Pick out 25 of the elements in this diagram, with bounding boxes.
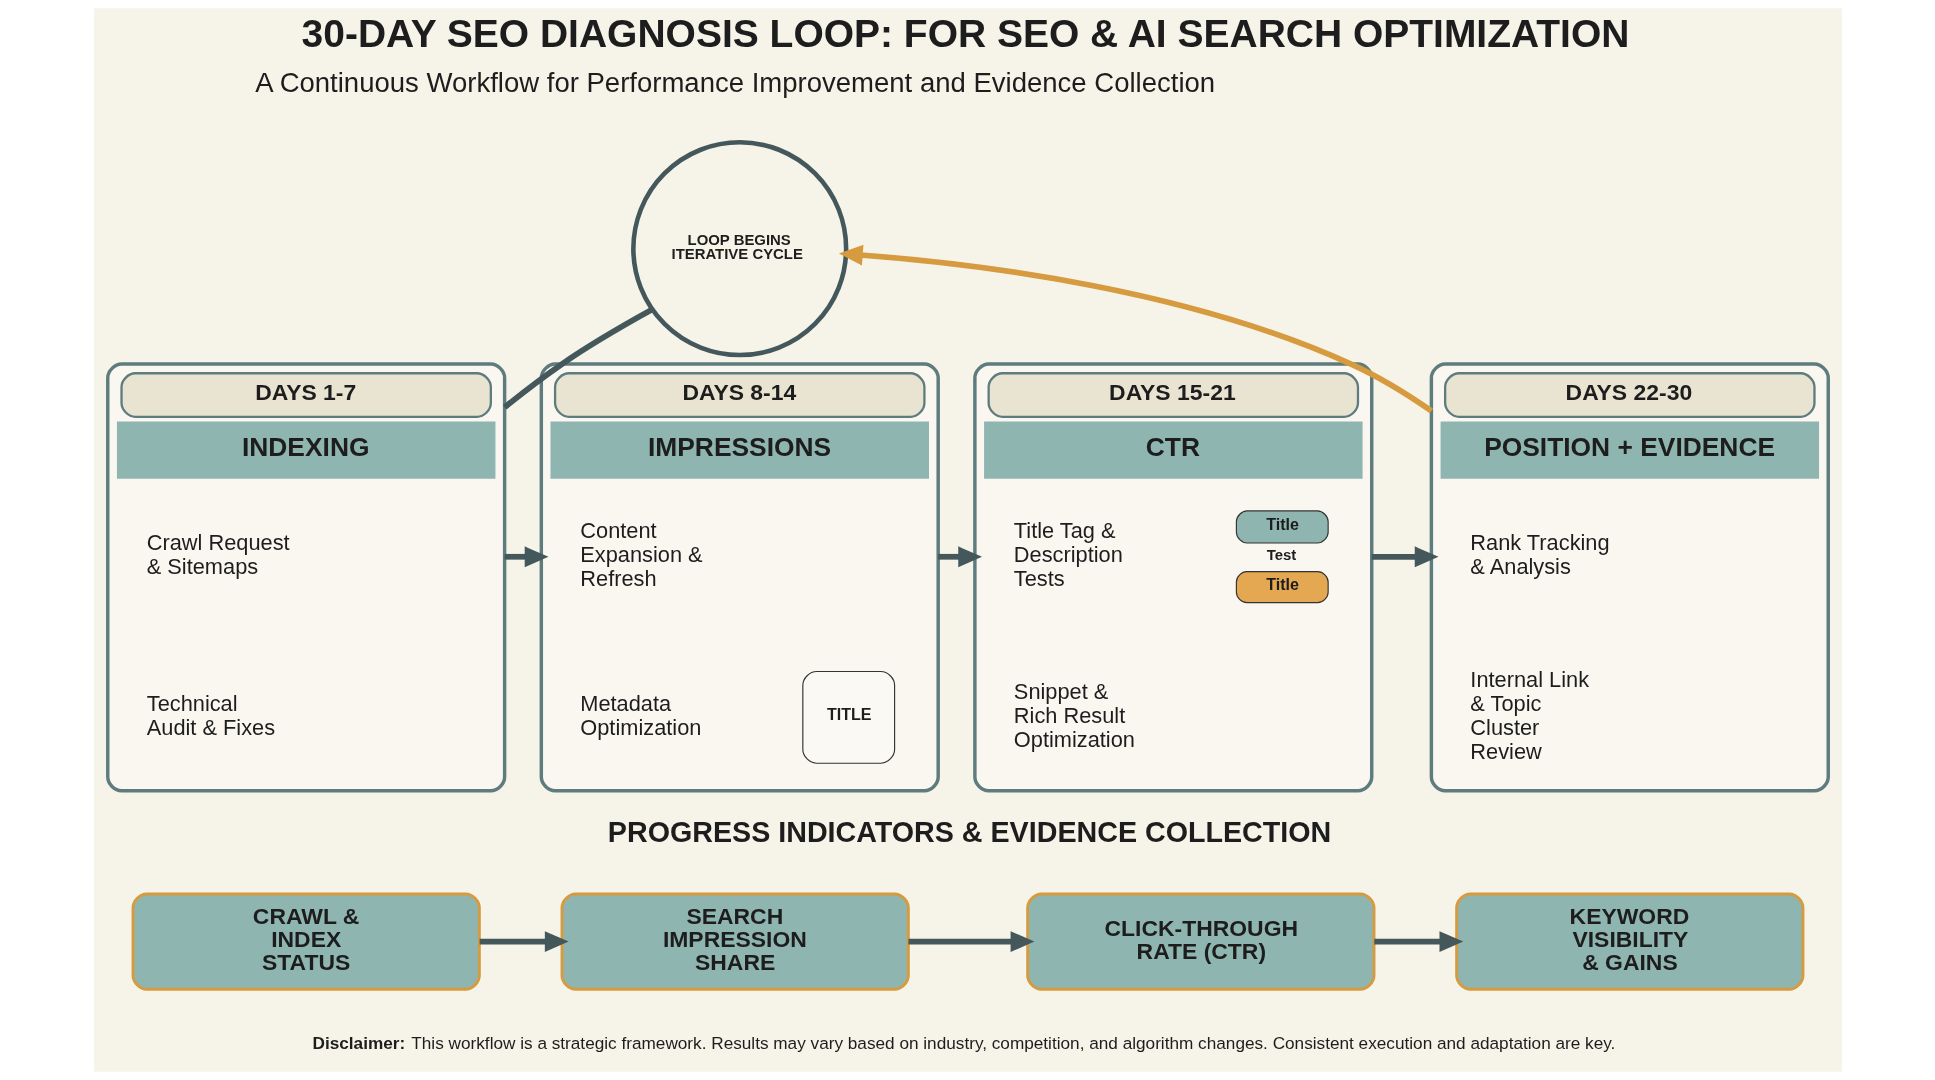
node-text: Content Expansion & Refresh <box>579 518 703 592</box>
arrow <box>504 546 548 568</box>
arrow <box>907 931 1034 952</box>
node-label: Metadata Optimization <box>579 690 701 740</box>
arrow <box>838 244 1433 414</box>
node-text: Technical Audit & Fixes <box>146 690 275 740</box>
node-text: Internal Link & Topic Cluster Review <box>1469 666 1589 764</box>
node-text: Snippet & Rich Result Optimization <box>1013 678 1135 752</box>
label: A Continuous Workflow for Performance Improvement and Evidence Collection <box>254 67 1215 99</box>
node-text: Rank Tracking & Analysis <box>1469 530 1610 580</box>
node-box: CRAWL & INDEX STATUS <box>131 892 481 991</box>
label: Disclaimer: This workflow is a strategic framework. Results may vary based on industry, competition, and algorithm changes. Consistent execution and adaptation are key. <box>312 1033 1615 1054</box>
node-box: KEYWORD VISIBILITY & GAINS <box>1454 892 1804 991</box>
connector <box>502 307 653 410</box>
arrow <box>1371 546 1439 568</box>
node-box: SEARCH IMPRESSION SHARE <box>560 892 910 991</box>
arrow <box>937 546 982 568</box>
node-text: Crawl Request & Sitemaps <box>146 530 290 580</box>
label: PROGRESS INDICATORS & EVIDENCE COLLECTION <box>607 816 1331 849</box>
node-box: CLICK-THROUGH RATE (CTR) <box>1025 892 1375 991</box>
node-label: Title Tag & Description Tests <box>1013 518 1123 592</box>
arrow <box>1373 931 1463 952</box>
arrow <box>479 931 569 952</box>
node-circle: LOOP BEGINS ITERATIVE CYCLE <box>630 139 848 358</box>
diagram-title: 30-DAY SEO DIAGNOSIS LOOP: FOR SEO & AI SEARCH OPTIMIZATION <box>301 12 1629 56</box>
